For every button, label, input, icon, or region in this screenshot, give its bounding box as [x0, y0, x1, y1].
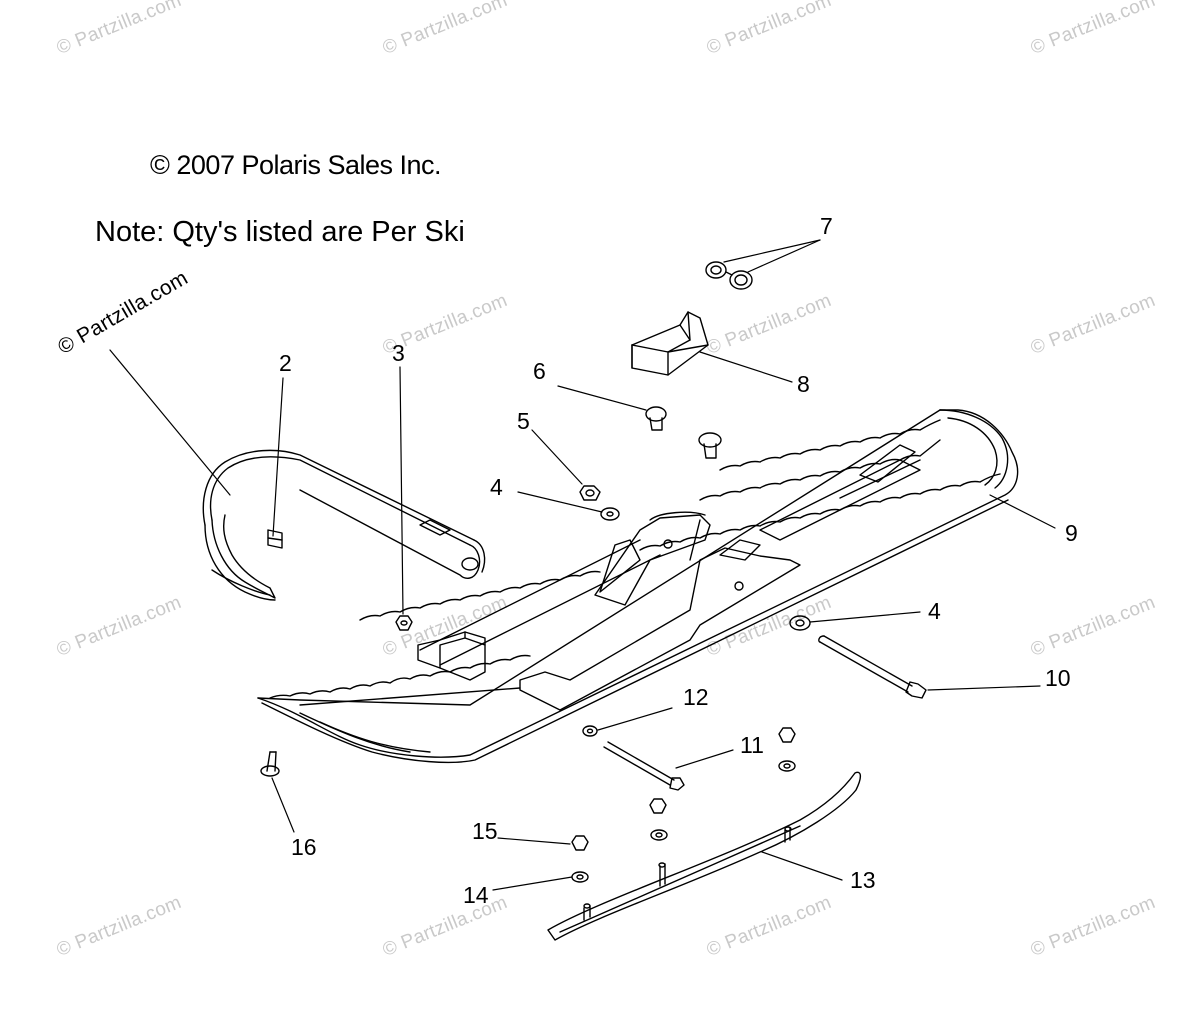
part-7-bushings — [705, 261, 753, 290]
callout-15: 15 — [472, 818, 498, 844]
callout-13: 13 — [850, 867, 876, 893]
callout-16: 16 — [291, 834, 317, 860]
part-8-skistop — [631, 311, 709, 376]
callout-8: 8 — [797, 371, 810, 397]
callout-9: 9 — [1065, 520, 1078, 546]
callout-4: 4 — [928, 598, 941, 624]
quantity-note: Note: Qty's listed are Per Ski — [95, 216, 465, 248]
part-10-bolt — [818, 635, 927, 699]
runner-hardware — [571, 727, 796, 883]
callout-4: 4 — [490, 474, 503, 500]
copyright-text: © 2007 Polaris Sales Inc. — [150, 150, 442, 180]
part-13-runner — [547, 771, 862, 941]
callout-12: 12 — [683, 684, 709, 710]
callout-3: 3 — [392, 340, 405, 366]
part-6-bushings — [645, 406, 722, 459]
part-11-bolt — [603, 741, 685, 791]
callout-7: 7 — [820, 213, 833, 239]
part-12-washer — [582, 725, 598, 737]
part-4-washers — [600, 507, 811, 631]
ski-body — [257, 409, 1019, 764]
callout-11: 11 — [740, 732, 764, 758]
callout-2: 2 — [279, 350, 292, 376]
callout-10: 10 — [1045, 665, 1071, 691]
ski-handle — [202, 449, 486, 601]
part-3-nut — [395, 615, 413, 631]
callout-5: 5 — [517, 408, 530, 434]
part-5-nut — [579, 485, 601, 501]
part-16-screw — [260, 751, 280, 777]
callout-6: 6 — [533, 358, 546, 384]
callout-14: 14 — [463, 882, 489, 908]
leader-lines — [109, 239, 1056, 891]
